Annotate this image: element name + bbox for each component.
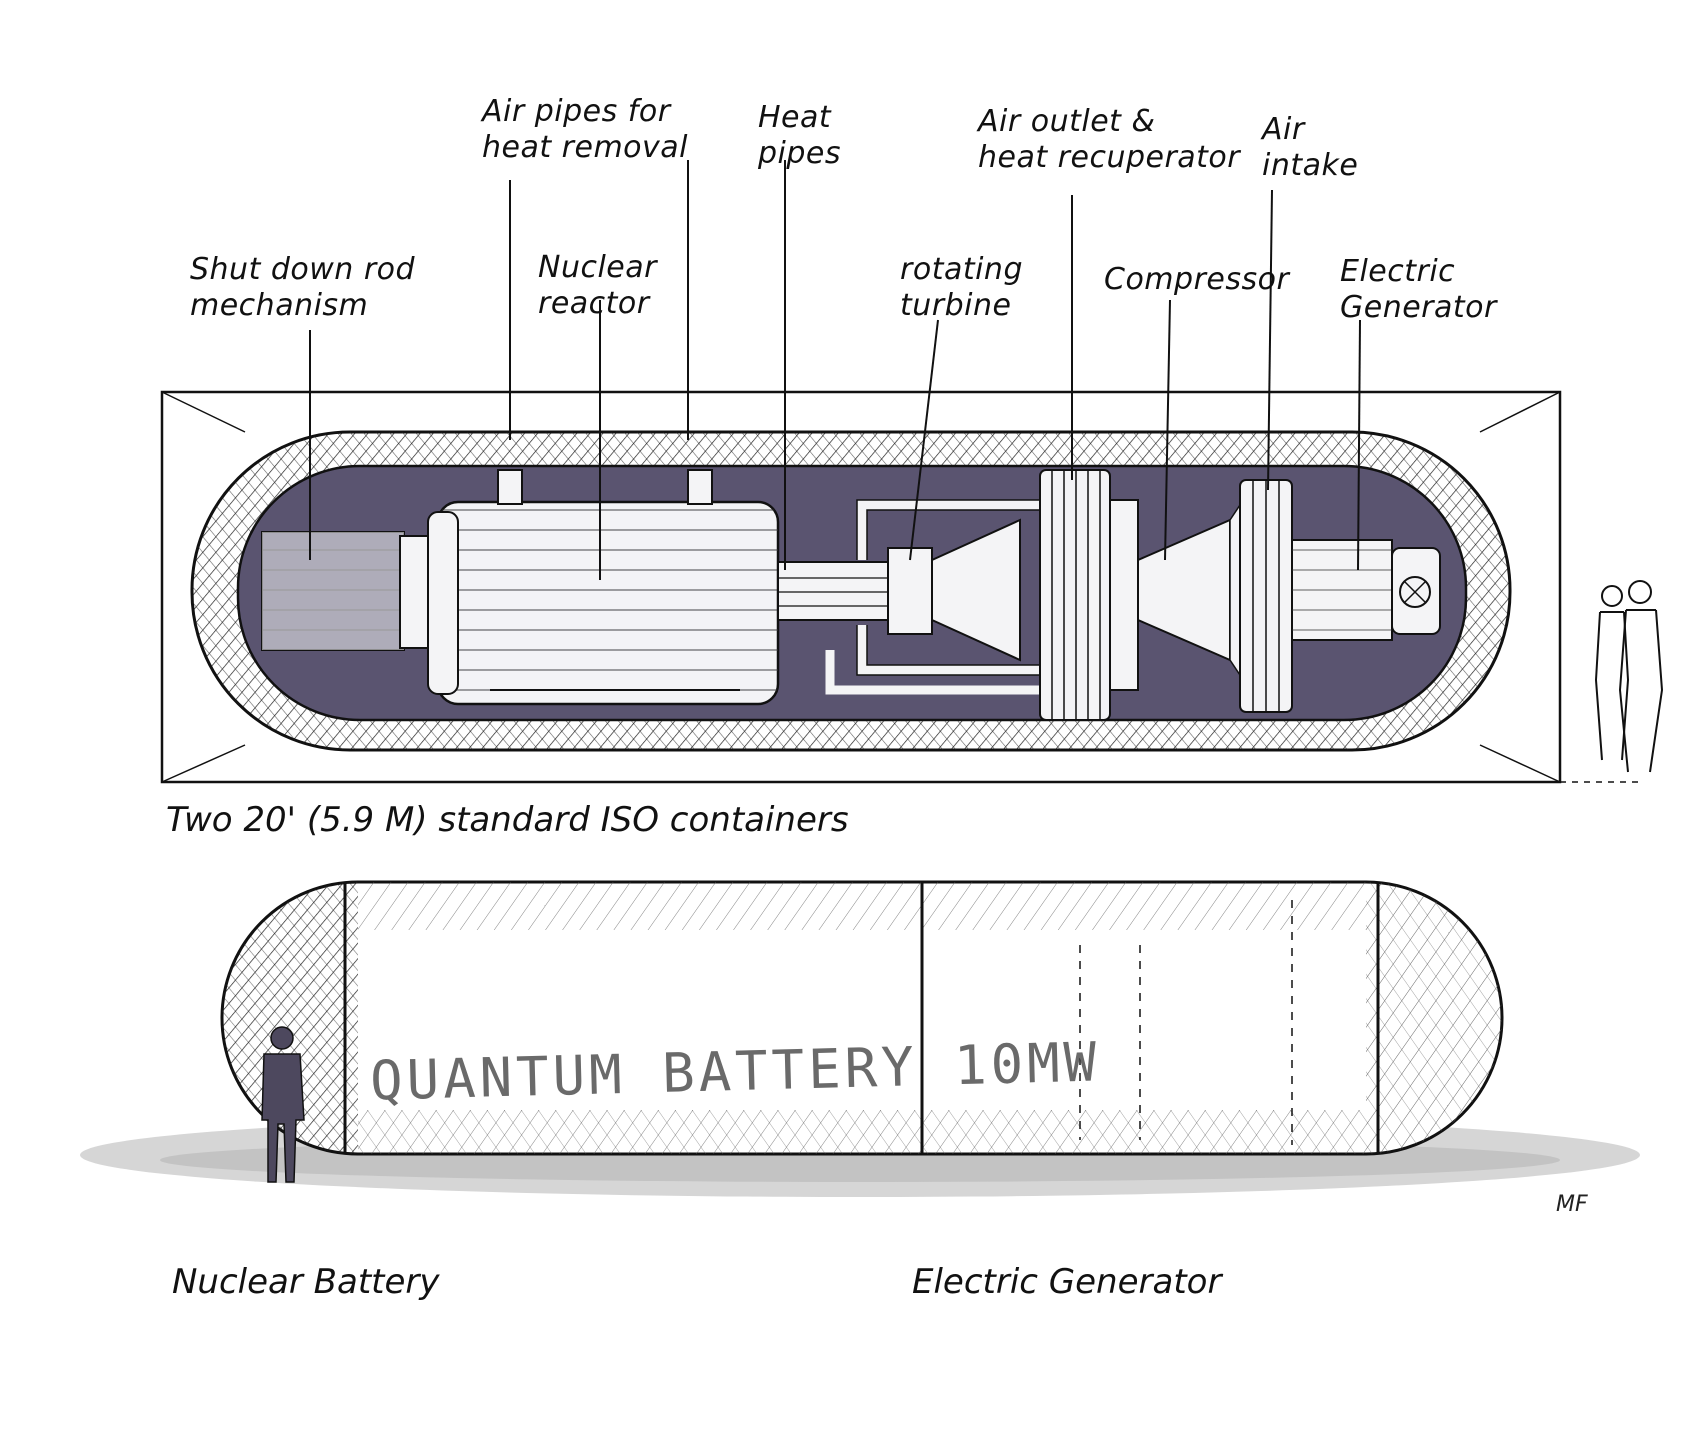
people-silhouettes [1594,580,1664,773]
label-nuclear-reactor: Nuclear reactor [538,250,657,321]
exterior-view [80,880,1640,1197]
nuclear-reactor [427,469,780,706]
label-electric-generator-bottom: Electric Generator [912,1262,1222,1302]
air-ducting [825,500,1060,695]
iso-container-outline [160,390,1562,784]
heat-recuperator [1039,469,1139,721]
leader-lines [309,160,1361,580]
label-nuclear-battery: Nuclear Battery [172,1262,440,1302]
containers-caption: Two 20' (5.9 M) standard ISO containers [166,800,849,840]
electric-generator-unit [1291,539,1441,641]
heat-pipes [777,561,889,621]
rotating-turbine [887,518,1021,662]
label-air-intake: Air intake [1262,112,1359,183]
shutdown-rod-mechanism [261,531,431,651]
label-electric-generator-top: Electric Generator [1340,254,1497,325]
compressor-unit [1137,502,1241,678]
label-compressor: Compressor [1104,262,1290,297]
person-silhouette [261,1026,305,1183]
air-intake-unit [1239,479,1293,713]
label-heat-pipes: Heat pipes [758,100,842,171]
label-shutdown-rod-mechanism: Shut down rod mechanism [190,252,416,323]
cutaway-view [160,160,1664,784]
artist-signature: MF [1556,1192,1588,1217]
label-air-pipes: Air pipes for heat removal [482,94,688,165]
label-air-outlet: Air outlet & heat recuperator [978,104,1241,175]
label-rotating-turbine: rotating turbine [900,252,1023,323]
